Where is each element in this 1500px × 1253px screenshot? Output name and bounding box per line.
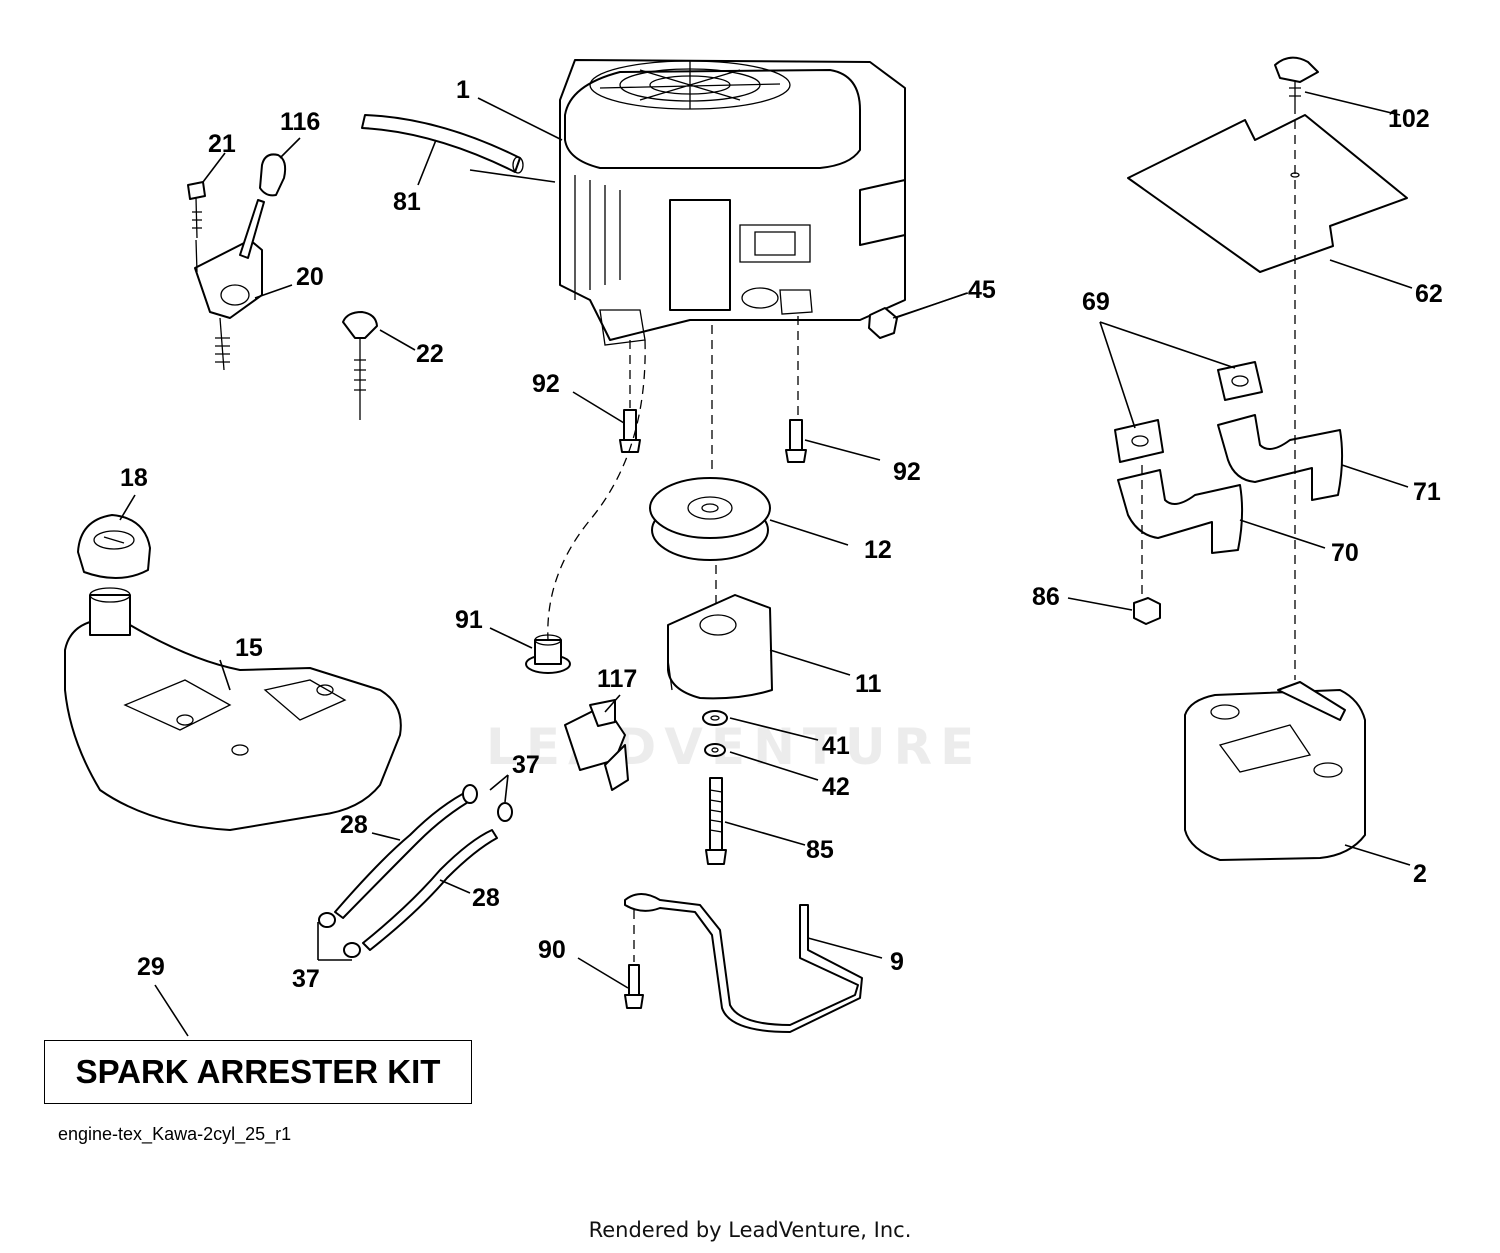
footer-credit: Rendered by LeadVenture, Inc. — [588, 1218, 912, 1242]
exhaust-gasket-upper-part[interactable] — [1217, 361, 1263, 401]
bolt-92-right-part[interactable] — [785, 419, 807, 463]
spark-arrester-kit-box[interactable]: SPARK ARRESTER KIT — [44, 1040, 472, 1104]
callout-91: 91 — [455, 606, 483, 634]
knob-116-part[interactable] — [259, 153, 287, 197]
heat-shield-part[interactable] — [1127, 114, 1408, 273]
hose-clamp-lower-part[interactable] — [318, 912, 361, 958]
bolt-85-part[interactable] — [705, 777, 727, 865]
callout-62: 62 — [1415, 280, 1443, 308]
drawing-id: engine-tex_Kawa-2cyl_25_r1 — [58, 1124, 292, 1144]
callout-71: 71 — [1413, 478, 1441, 506]
clutch-part[interactable] — [667, 594, 773, 700]
callout-116: 116 — [280, 108, 320, 136]
callout-70: 70 — [1331, 539, 1359, 567]
callout-12: 12 — [864, 536, 892, 564]
bolt-90-part[interactable] — [624, 964, 644, 1009]
grommet-part[interactable] — [525, 634, 571, 674]
fuel-valve-part[interactable] — [564, 699, 629, 791]
callout-20: 20 — [296, 263, 324, 291]
callout-102: 102 — [1388, 105, 1430, 133]
callout-28-upper: 28 — [340, 811, 368, 839]
callout-117: 117 — [597, 665, 637, 693]
fuel-hose-upper-part[interactable] — [334, 789, 476, 919]
callout-22: 22 — [416, 340, 444, 368]
callout-29: 29 — [137, 953, 165, 981]
callout-1: 1 — [456, 76, 470, 104]
callout-86: 86 — [1032, 583, 1060, 611]
fuel-tank-part[interactable] — [64, 587, 402, 831]
callout-41: 41 — [822, 732, 850, 760]
washer-41-part[interactable] — [702, 710, 728, 726]
spark-arrester-kit-label: SPARK ARRESTER KIT — [75, 1053, 441, 1090]
callout-21: 21 — [208, 130, 236, 158]
fuel-hose-lower-part[interactable] — [362, 829, 498, 951]
choke-knob-part[interactable] — [342, 311, 378, 420]
washer-42-part[interactable] — [704, 743, 726, 757]
callout-2: 2 — [1413, 860, 1427, 888]
callout-15: 15 — [235, 634, 263, 662]
pulley-part[interactable] — [649, 477, 771, 561]
knob-102-part[interactable] — [1274, 56, 1319, 105]
callout-92-right: 92 — [893, 458, 921, 486]
callout-92-left: 92 — [532, 370, 560, 398]
bolt-21-part[interactable] — [187, 181, 206, 239]
exhaust-pipe-71-part[interactable] — [1217, 414, 1344, 501]
bracket-part[interactable] — [624, 893, 863, 1033]
fuel-cap-part[interactable] — [77, 514, 151, 580]
callout-85: 85 — [806, 836, 834, 864]
hose-clamp-upper-part[interactable] — [462, 784, 513, 822]
callout-81: 81 — [393, 188, 421, 216]
callout-18: 18 — [120, 464, 148, 492]
callout-9: 9 — [890, 948, 904, 976]
callout-37-upper: 37 — [512, 751, 540, 779]
callout-69: 69 — [1082, 288, 1110, 316]
fuel-line-part[interactable] — [361, 114, 524, 174]
callout-11: 11 — [855, 670, 882, 698]
callout-42: 42 — [822, 773, 850, 801]
callout-90: 90 — [538, 936, 566, 964]
callout-45: 45 — [968, 276, 996, 304]
muffler-part[interactable] — [1184, 681, 1366, 861]
callout-37-lower: 37 — [292, 965, 320, 993]
exhaust-pipe-70-part[interactable] — [1117, 469, 1244, 554]
throttle-control-part[interactable] — [194, 199, 265, 371]
nut-86-part[interactable] — [1133, 597, 1161, 625]
bolt-92-left-part[interactable] — [619, 409, 641, 453]
exhaust-gasket-lower-part[interactable] — [1114, 419, 1164, 463]
engine-part[interactable] — [559, 59, 906, 346]
callout-28-lower: 28 — [472, 884, 500, 912]
